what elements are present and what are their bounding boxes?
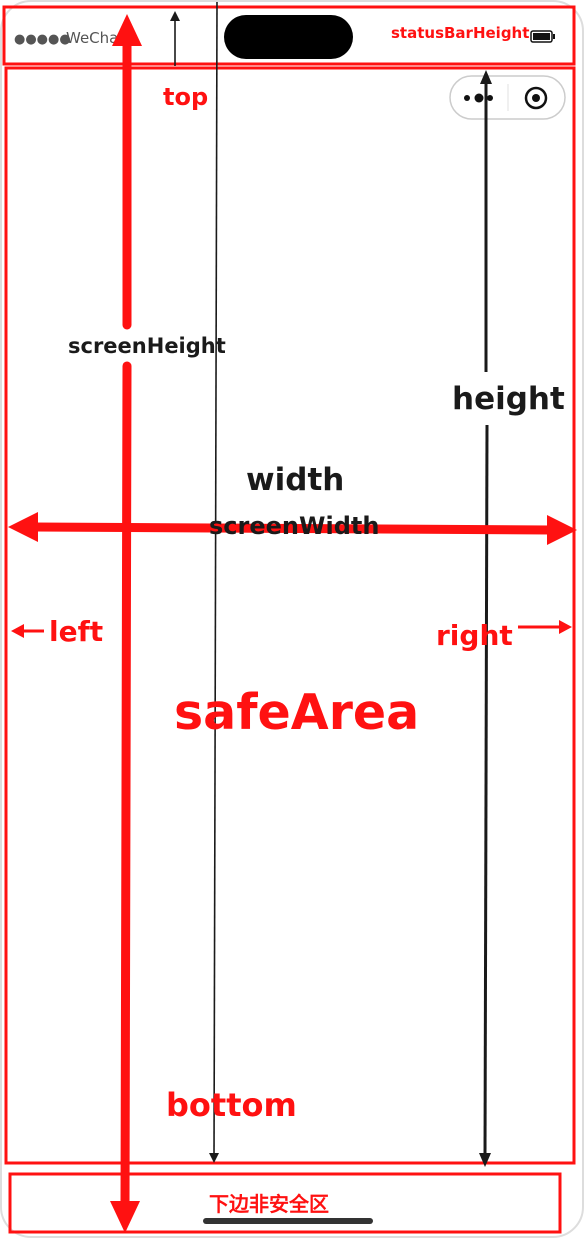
width-arrow xyxy=(8,512,577,545)
bottom-arrow xyxy=(209,1,220,1163)
screen-width-label: screenWidth xyxy=(209,512,379,540)
carrier-label: WeChat xyxy=(66,29,124,47)
status-bar-height-label: statusBarHeight xyxy=(391,24,529,42)
signal-dots: ●●●●● xyxy=(14,32,71,47)
safe-area-label: safeArea xyxy=(174,684,419,741)
battery-icon xyxy=(530,30,555,43)
capsule-menu[interactable] xyxy=(449,75,566,120)
height-label: height xyxy=(452,381,565,417)
dynamic-island-notch xyxy=(224,15,353,59)
left-arrow xyxy=(11,624,44,638)
status-bar-box xyxy=(2,5,576,66)
home-indicator xyxy=(203,1218,373,1224)
top-label: top xyxy=(163,83,208,111)
safe-area-box xyxy=(4,66,576,1165)
width-label: width xyxy=(246,462,344,498)
height-arrow xyxy=(479,70,492,1167)
right-label: right xyxy=(436,619,513,652)
right-arrow xyxy=(518,620,572,634)
more-dots-icon[interactable] xyxy=(464,93,493,103)
screen-height-label: screenHeight xyxy=(68,334,226,358)
target-close-icon[interactable] xyxy=(524,86,548,110)
left-label: left xyxy=(49,615,103,648)
bottom-label: bottom xyxy=(166,1086,297,1124)
screen-height-arrow xyxy=(110,14,142,1233)
bottom-unsafe-box xyxy=(8,1172,562,1234)
bottom-unsafe-label: 下边非安全区 xyxy=(209,1192,329,1216)
